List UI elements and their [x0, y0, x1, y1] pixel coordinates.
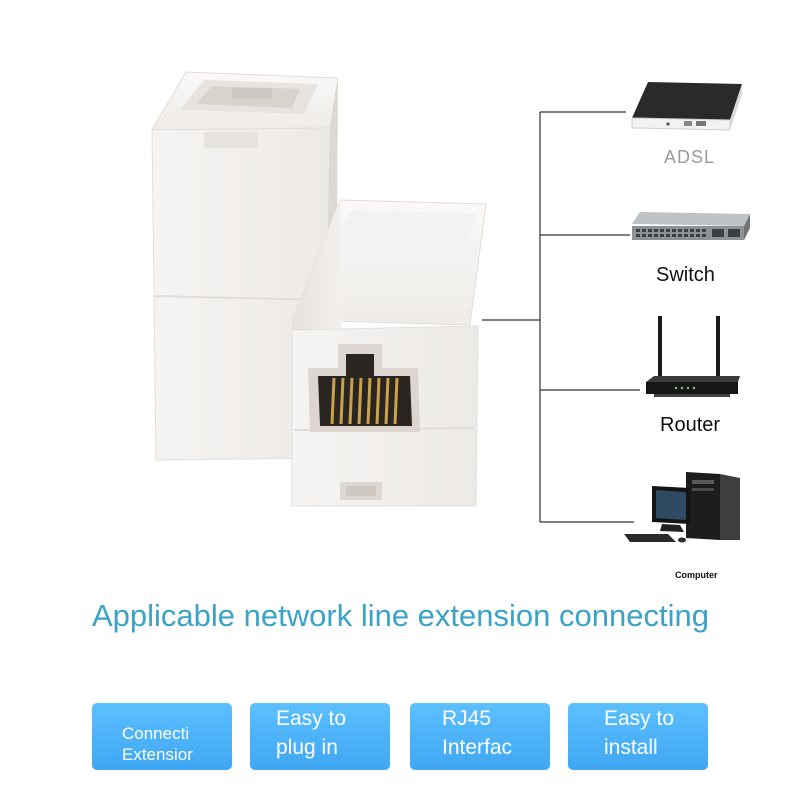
device-label-router: Router: [660, 414, 721, 436]
feature-line: RJ45: [442, 707, 492, 730]
network-switch-icon: [632, 212, 750, 240]
feature-button-connection: Connecti Extensior: [92, 703, 232, 770]
connection-lines: [482, 111, 640, 523]
feature-line: Easy to: [276, 707, 347, 730]
feature-button-rj45: RJ45 Interfac: [410, 703, 550, 770]
front-coupler: [291, 199, 487, 507]
feature-button-install: Easy to install: [568, 703, 708, 770]
rj45-port: [308, 344, 420, 432]
adsl-modem-icon: [631, 82, 742, 131]
feature-line: Interfac: [442, 736, 513, 759]
device-label-switch: Switch: [656, 264, 715, 286]
rj45-coupler-illustration: [151, 71, 750, 543]
device-label-computer: Computer: [675, 570, 718, 580]
feature-line: Easy to: [604, 707, 675, 730]
feature-button-plug-in: Easy to plug in: [250, 703, 390, 770]
page-title: Applicable network line extension connec…: [92, 598, 709, 633]
desktop-computer-icon: [624, 472, 740, 543]
feature-line: plug in: [276, 736, 338, 759]
wifi-router-icon: [646, 316, 740, 397]
feature-line: Extensior: [122, 745, 193, 764]
feature-line: Connecti: [122, 724, 190, 743]
feature-line: install: [604, 736, 658, 759]
device-label-adsl: ADSL: [664, 147, 716, 167]
